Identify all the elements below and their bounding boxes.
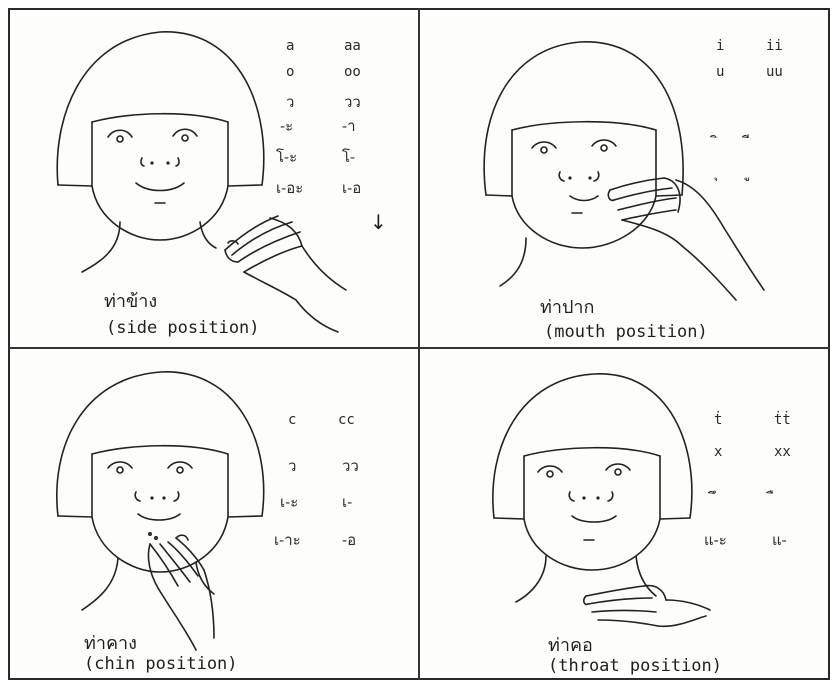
vowel-throat-1b: ṫṫ <box>774 412 791 428</box>
vowel-chin-2a: ว <box>288 454 296 478</box>
vowel-throat-2b: xx <box>774 444 791 460</box>
caption-mouth-thai: ท่าปาก <box>540 292 594 321</box>
vowel-mouth-1b: ii <box>766 38 783 54</box>
vowel-side-1b: aa <box>344 38 361 54</box>
vowel-chin-3b: เ- <box>342 490 352 514</box>
vowel-chin-1a: c <box>288 412 296 428</box>
caption-chin-thai: ท่าคาง <box>84 628 137 657</box>
panel-throat-position: ṫ ṫṫ x xx ึ ื แ-ะ แ- ท่าคอ (throat posit… <box>420 348 837 686</box>
vowel-side-4b: -า <box>342 114 356 138</box>
vowel-throat-2a: x <box>714 444 722 460</box>
vowel-chin-2b: วว <box>342 454 359 478</box>
caption-chin-english: (chin position) <box>84 654 238 674</box>
vowel-side-5b: โ- <box>342 145 355 169</box>
caption-side-thai: ท่าข้าง <box>104 286 157 315</box>
vowel-side-3a: ว <box>286 90 294 114</box>
vowel-side-6a: เ-อะ <box>276 176 303 200</box>
vowel-throat-4a: แ-ะ <box>704 528 727 552</box>
caption-throat-english: (throat position) <box>548 656 722 676</box>
vowel-chin-4b: -อ <box>342 528 356 552</box>
caption-side-english: (side position) <box>106 318 260 338</box>
vowel-throat-1a: ṫ <box>714 412 722 428</box>
panel-chin-position: c cc ว วว เ-ะ เ- เ-าะ -อ ท่าคาง (chin po… <box>0 348 420 686</box>
vowel-side-5a: โ-ะ <box>276 145 297 169</box>
caption-throat-thai: ท่าคอ <box>548 630 593 659</box>
throat-position-illustration <box>420 348 837 686</box>
vowel-side-1a: a <box>286 38 294 54</box>
vowel-throat-4b: แ- <box>772 528 787 552</box>
vowel-mouth-2a: u <box>716 64 724 80</box>
chin-position-illustration <box>0 348 420 686</box>
down-arrow-icon: ↓ <box>370 210 387 234</box>
vowel-side-3b: วว <box>344 90 361 114</box>
vowel-chin-1b: cc <box>338 412 355 428</box>
panel-side-position: a aa o oo ว วว -ะ -า โ-ะ โ- เ-อะ เ-อ ↓ ท… <box>0 0 420 348</box>
vowel-side-2a: o <box>286 64 294 80</box>
caption-mouth-english: (mouth position) <box>544 322 708 342</box>
vowel-side-2b: oo <box>344 64 361 80</box>
vowel-chin-3a: เ-ะ <box>280 490 298 514</box>
vowel-mouth-2b: uu <box>766 64 783 80</box>
panel-mouth-position: i ii u uu ิ ี ุ ู ท่าปาก (mouth position… <box>420 0 837 348</box>
vowel-side-6b: เ-อ <box>342 176 361 200</box>
vowel-chin-4a: เ-าะ <box>274 528 301 552</box>
vowel-mouth-1a: i <box>716 38 724 54</box>
vowel-side-4a: -ะ <box>280 114 293 138</box>
